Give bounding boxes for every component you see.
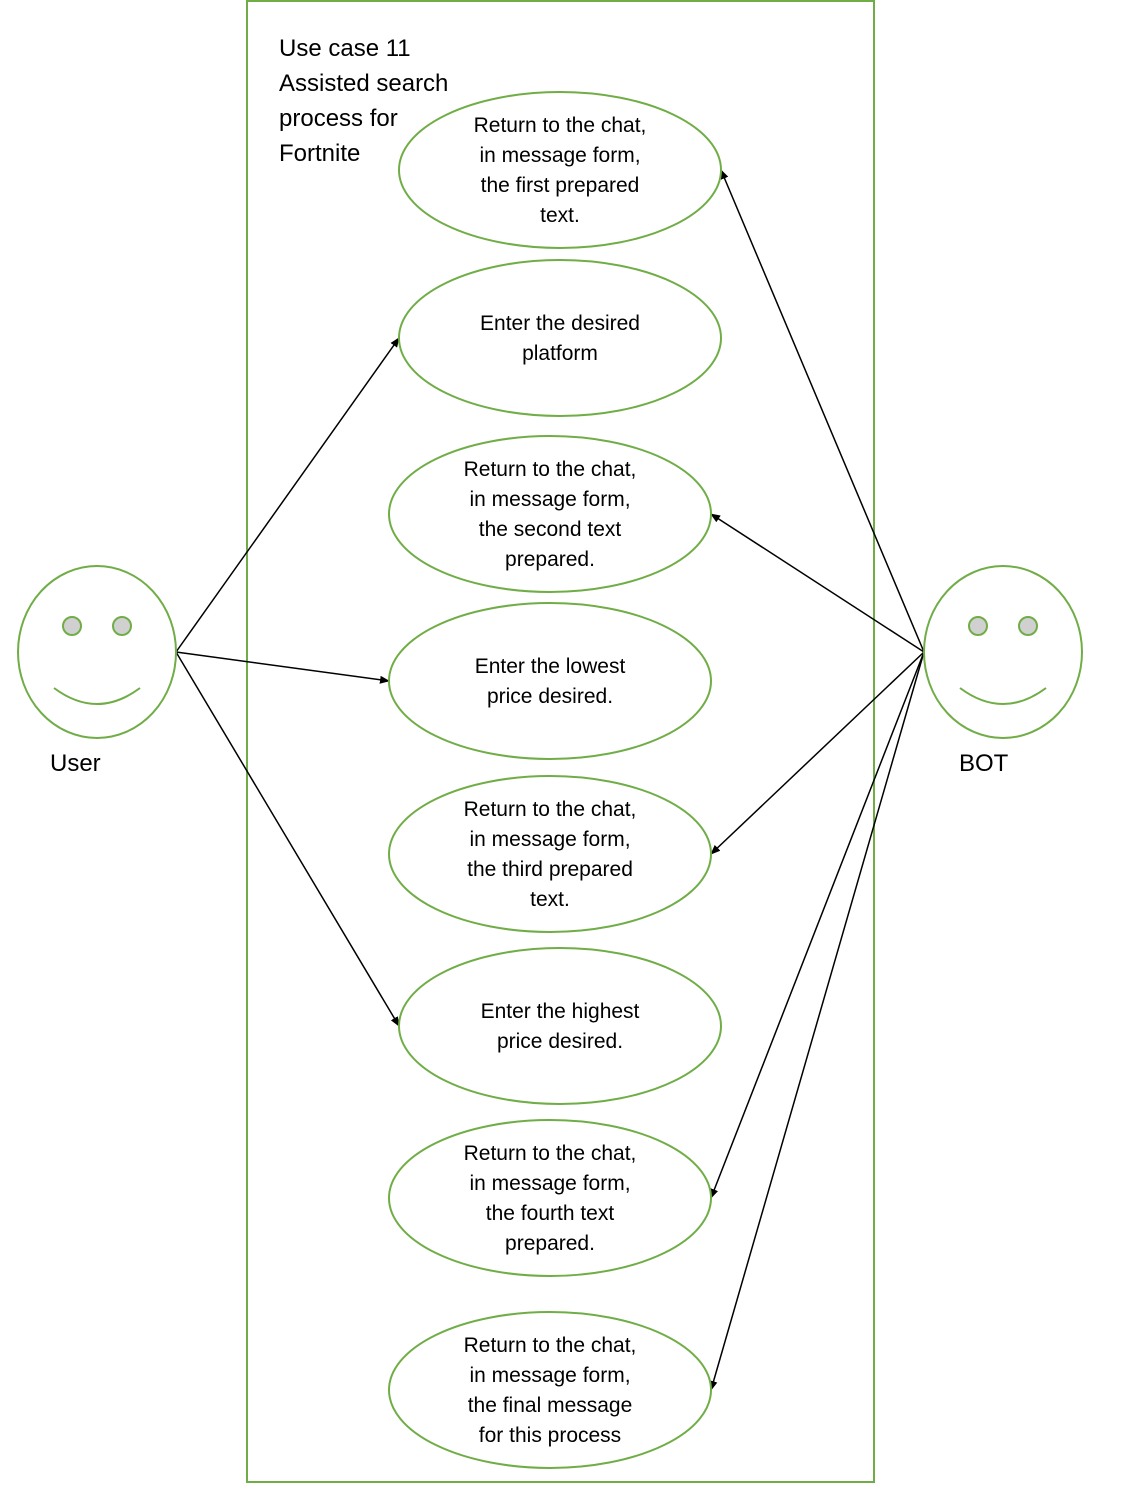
association-bot-uc1 — [720, 169, 925, 653]
use-case-3: Return to the chat, in message form, the s… — [388, 435, 712, 593]
use-case-ellipse — [388, 1311, 712, 1469]
diagram-title: Use case 11 Assisted search process for … — [279, 35, 455, 167]
use-case-7: Return to the chat, in message form, the f… — [388, 1119, 712, 1277]
association-user-uc6 — [175, 651, 400, 1027]
use-case-5: Return to the chat, in message form, the t… — [388, 775, 712, 933]
title-line: Assisted search — [279, 70, 448, 97]
bot-label: BOT — [959, 750, 1009, 777]
use-case-label-line: Enter the lowest — [475, 655, 626, 678]
use-case-6: Enter the highest price desired. — [398, 947, 722, 1105]
use-case-ellipse — [398, 947, 722, 1105]
association-user-uc4 — [175, 651, 390, 684]
title-line: Fortnite — [279, 140, 360, 167]
system-boundary — [246, 0, 875, 1483]
association-bot-uc3 — [710, 513, 925, 653]
use-case-8: Return to the chat, in message form, the f… — [388, 1311, 712, 1469]
use-case-label: Return to the chat, in message form, the f… — [464, 1142, 637, 1255]
bot-left-eye — [968, 616, 988, 636]
use-case-label-line: Return to the chat, — [464, 798, 637, 821]
association-bot-uc7 — [710, 651, 925, 1199]
use-case-label-line: platform — [522, 342, 598, 365]
user-right-eye — [112, 616, 132, 636]
use-case-ellipse — [398, 91, 722, 249]
actor-bot: BOT — [923, 565, 1083, 777]
association-bot-uc5 — [710, 651, 925, 855]
use-case-label-line: Return to the chat, — [474, 114, 647, 137]
use-case-label-line: text. — [540, 204, 580, 227]
use-case-label-line: in message form, — [469, 1364, 630, 1387]
use-case-label-line: Enter the desired — [480, 312, 640, 335]
use-case-label-line: the final message — [468, 1394, 633, 1417]
bot-smile — [959, 687, 1047, 705]
use-case-label-line: price desired. — [487, 685, 613, 708]
use-case-label-line: the third prepared — [467, 858, 633, 881]
use-case-label: Return to the chat, in message form, the f… — [474, 114, 647, 227]
use-case-ellipse — [398, 259, 722, 417]
use-case-ellipse — [388, 775, 712, 933]
user-face — [17, 565, 177, 739]
title-line: Use case 11 — [279, 35, 411, 62]
use-case-label-line: Return to the chat, — [464, 1142, 637, 1165]
use-case-label-line: price desired. — [497, 1030, 623, 1053]
user-smile — [53, 687, 141, 705]
association-bot-uc8 — [709, 651, 925, 1391]
use-case-2: Enter the desired platform — [398, 259, 722, 417]
use-case-label: Enter the desired platform — [480, 312, 640, 365]
associations — [175, 169, 925, 1391]
use-case-label-line: for this process — [479, 1424, 621, 1447]
use-case-label-line: the second text — [479, 518, 622, 541]
user-left-eye — [62, 616, 82, 636]
use-case-label-line: prepared. — [505, 1232, 595, 1255]
use-case-label: Return to the chat, in message form, the s… — [464, 458, 637, 571]
use-case-label-line: text. — [530, 888, 570, 911]
use-case-ellipse — [388, 435, 712, 593]
use-case-ellipse — [388, 1119, 712, 1277]
user-label: User — [50, 750, 101, 777]
use-case-label-line: Return to the chat, — [464, 1334, 637, 1357]
title-line: process for — [279, 105, 398, 132]
use-case-4: Enter the lowest price desired. — [388, 602, 712, 760]
use-cases: Return to the chat, in message form, the f… — [388, 91, 722, 1469]
use-case-label-line: in message form, — [479, 144, 640, 167]
use-case-label-line: the first prepared — [481, 174, 640, 197]
use-case-label: Return to the chat, in message form, the t… — [464, 798, 637, 911]
use-case-label: Enter the lowest price desired. — [475, 655, 626, 708]
bot-right-eye — [1018, 616, 1038, 636]
use-case-label-line: in message form, — [469, 488, 630, 511]
use-case-label-line: the fourth text — [486, 1202, 615, 1225]
use-case-label-line: prepared. — [505, 548, 595, 571]
use-case-label-line: in message form, — [469, 828, 630, 851]
association-user-uc2 — [175, 337, 400, 653]
use-case-label-line: Enter the highest — [481, 1000, 640, 1023]
actor-user: User — [17, 565, 177, 777]
use-case-ellipse — [388, 602, 712, 760]
use-case-label: Return to the chat, in message form, the f… — [464, 1334, 637, 1447]
use-case-1: Return to the chat, in message form, the f… — [398, 91, 722, 249]
use-case-label-line: in message form, — [469, 1172, 630, 1195]
use-case-label: Enter the highest price desired. — [481, 1000, 640, 1053]
bot-face — [923, 565, 1083, 739]
use-case-label-line: Return to the chat, — [464, 458, 637, 481]
